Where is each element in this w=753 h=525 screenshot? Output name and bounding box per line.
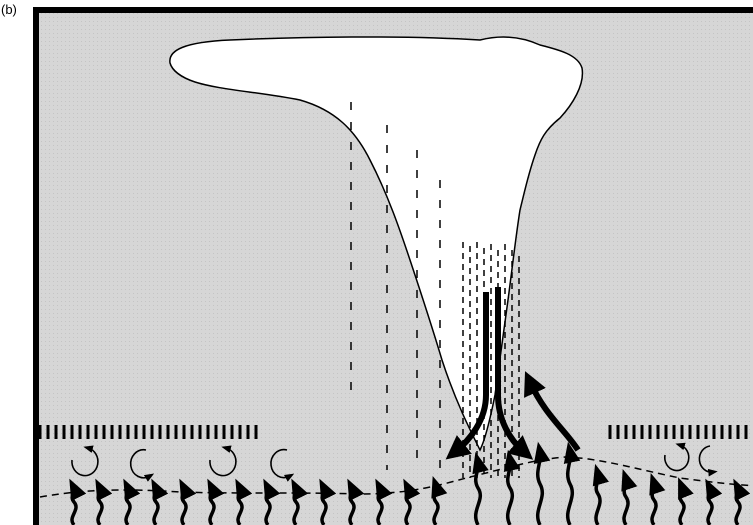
- convection-diagram: [0, 0, 753, 525]
